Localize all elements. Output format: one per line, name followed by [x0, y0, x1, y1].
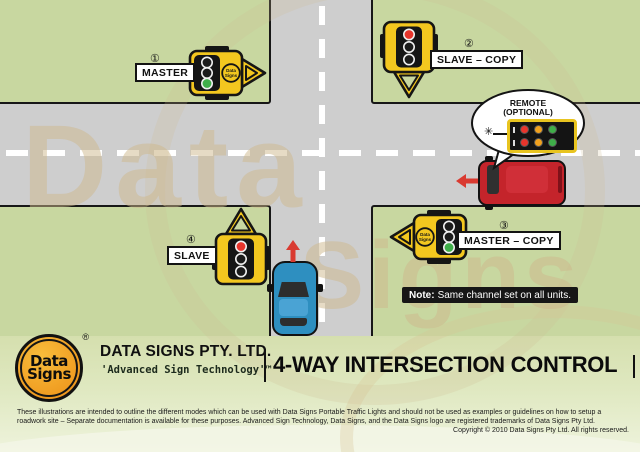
data-signs-mini-logo	[221, 63, 241, 83]
divider-right	[633, 355, 635, 378]
remote-subtitle: (OPTIONAL)	[503, 107, 553, 117]
remote-control	[507, 119, 577, 153]
note-bar: Note:Same channel set on all units.	[402, 287, 578, 303]
mini-logo-text: Data	[226, 68, 236, 73]
disclaimer: These illustrations are intended to outl…	[17, 409, 629, 435]
remote-row-2	[510, 137, 574, 147]
van-mirror	[485, 156, 493, 161]
mini-logo-text: Signs	[419, 237, 432, 242]
unit-label-master: MASTER	[135, 63, 196, 82]
remote-row-1	[510, 125, 574, 135]
note-text: Same channel set on all units.	[437, 289, 571, 301]
unit-number-4: ④	[186, 234, 196, 246]
page-title: 4-WAY INTERSECTION CONTROL	[273, 352, 618, 377]
arrow-right-inner	[245, 65, 258, 81]
unit-number-1: ①	[150, 53, 160, 65]
lamp-top	[201, 56, 213, 69]
traffic-light-unit-master-copy: Data Signs	[386, 210, 468, 264]
remote-lamp-red	[520, 137, 529, 147]
lamp-bottom	[402, 53, 415, 66]
car-mirror	[267, 284, 273, 292]
logo-circle: Data Signs	[15, 334, 83, 402]
lamp-top	[234, 240, 247, 253]
remote-lamp-amber	[534, 137, 543, 147]
antenna-icon: ✳	[484, 126, 494, 138]
remote-lamp-amber	[534, 125, 543, 135]
van-rear-window	[558, 166, 562, 193]
registered-mark: ®	[82, 332, 89, 342]
car-mirror	[317, 284, 323, 292]
arrow-down-inner	[399, 74, 419, 91]
unit-number-3: ③	[499, 220, 509, 232]
data-signs-mini-logo	[415, 227, 435, 247]
arrow-left-inner	[398, 229, 411, 245]
traffic-light-unit-master: Data Signs	[188, 46, 270, 100]
unit-label-master-copy: MASTER – COPY	[457, 231, 561, 250]
car-windshield	[278, 282, 309, 297]
remote-lamp-green	[548, 137, 557, 147]
lamp-bottom	[201, 77, 213, 90]
logo-word-data: Data	[30, 351, 68, 370]
blue-car	[267, 261, 323, 336]
logo-word-signs: Signs	[27, 365, 71, 383]
unit-label-slave-copy: SLAVE – COPY	[430, 50, 524, 69]
remote-lamp-green	[548, 125, 557, 135]
lamp-middle	[234, 252, 247, 265]
logo-text: Data Signs	[27, 351, 71, 383]
traffic-light-unit-slave-copy	[380, 20, 438, 100]
unit-label-slave: SLAVE	[167, 246, 217, 265]
data-signs-logo: Data Signs ®	[15, 332, 89, 402]
mini-logo-text: Signs	[225, 73, 238, 78]
van-windshield	[487, 165, 499, 194]
car-roof	[279, 299, 308, 316]
arrow-up-inner	[231, 215, 251, 232]
lamp-top	[442, 220, 455, 233]
copyright: Copyright © 2010 Data Signs Pty Ltd. All…	[453, 426, 629, 434]
direction-arrow-left	[456, 174, 478, 188]
direction-arrow-up	[286, 240, 300, 262]
lamp-middle	[201, 66, 213, 79]
lamp-middle	[402, 40, 415, 53]
company-tagline: 'Advanced Sign Technology'™	[101, 364, 272, 376]
car-rear-window	[280, 318, 307, 326]
remote-lamp-red	[520, 125, 529, 135]
lamp-bottom	[234, 265, 247, 278]
disclaimer-line-1: These illustrations are intended to outl…	[17, 409, 602, 416]
company-name: DATA SIGNS PTY. LTD.	[100, 343, 272, 360]
remote-title: REMOTE	[509, 98, 547, 108]
traffic-light-unit-slave	[212, 206, 270, 286]
unit-number-2: ②	[464, 38, 474, 50]
mini-logo-text: Data	[420, 232, 430, 237]
note-prefix: Note:	[409, 289, 435, 301]
divider-left	[264, 349, 266, 382]
lamp-top	[402, 28, 415, 41]
van-roof	[506, 166, 548, 193]
lamp-bottom	[442, 241, 455, 254]
red-van	[478, 156, 566, 210]
disclaimer-line-2: roadwork site – Separate documentation i…	[17, 417, 595, 425]
lamp-middle	[442, 230, 455, 243]
van-mirror	[485, 205, 493, 210]
antenna-line	[493, 133, 507, 135]
